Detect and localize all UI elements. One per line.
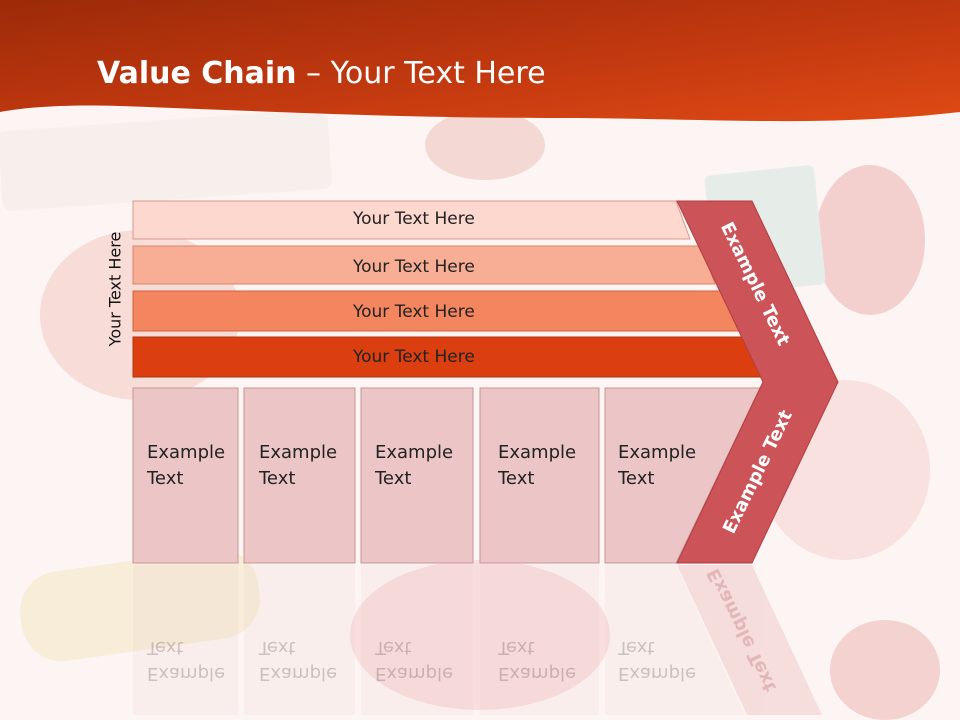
box-3-line1: Example	[375, 442, 454, 463]
box-1	[132, 387, 239, 564]
box-2-reflection-line1: Example	[259, 663, 338, 684]
box-4-reflection-line2: Text	[498, 637, 535, 658]
box-3-line2: Text	[375, 468, 412, 489]
box-3	[360, 387, 474, 564]
bar-2	[132, 245, 716, 285]
box-2-label: Example Text	[259, 440, 337, 492]
box-5-label: Example Text	[618, 440, 696, 492]
box-5-label-reflection: Example Text	[618, 634, 696, 686]
box-2-line1: Example	[259, 442, 338, 463]
chevron-reflection	[677, 565, 822, 715]
box-1-reflection	[133, 565, 238, 715]
box-1-reflection-line1: Example	[147, 663, 226, 684]
box-2-reflection-line2: Text	[259, 637, 296, 658]
box-3-label-reflection: Example Text	[375, 634, 453, 686]
bar-2-label: Your Text Here	[353, 257, 475, 277]
box-5	[604, 387, 761, 564]
box-2	[243, 387, 356, 564]
box-4-reflection	[480, 565, 599, 715]
title-rest: – Your Text Here	[296, 56, 546, 91]
box-5-line2: Text	[618, 468, 655, 489]
box-1-line2: Text	[147, 468, 184, 489]
title-bold: Value Chain	[97, 56, 297, 91]
box-4-line2: Text	[498, 468, 535, 489]
box-3-label: Example Text	[375, 440, 453, 492]
box-2-reflection	[244, 565, 355, 715]
reflection-group	[133, 565, 822, 715]
box-4-label-reflection: Example Text	[498, 634, 576, 686]
box-3-reflection-line2: Text	[375, 637, 412, 658]
box-4-line1: Example	[498, 442, 577, 463]
bar-3-label: Your Text Here	[353, 302, 475, 322]
box-2-line2: Text	[259, 468, 296, 489]
chevron-arrow	[676, 200, 839, 564]
box-2-label-reflection: Example Text	[259, 634, 337, 686]
box-1-reflection-line2: Text	[147, 637, 184, 658]
box-1-line1: Example	[147, 442, 226, 463]
bar-1-label: Your Text Here	[353, 209, 475, 229]
box-5-reflection-line2: Text	[618, 637, 655, 658]
bar-1	[132, 200, 691, 240]
bar-4-label: Your Text Here	[353, 347, 475, 367]
box-4	[479, 387, 600, 564]
page-title: Value Chain – Your Text Here	[97, 56, 546, 91]
box-4-reflection-line1: Example	[498, 663, 577, 684]
box-4-label: Example Text	[498, 440, 576, 492]
box-5-reflection-line1: Example	[618, 663, 697, 684]
box-5-line1: Example	[618, 442, 697, 463]
header-band	[0, 0, 960, 122]
box-3-reflection-line1: Example	[375, 663, 454, 684]
box-3-reflection	[361, 565, 473, 715]
box-1-label: Example Text	[147, 440, 225, 492]
box-5-reflection	[605, 565, 745, 715]
box-1-label-reflection: Example Text	[147, 634, 225, 686]
